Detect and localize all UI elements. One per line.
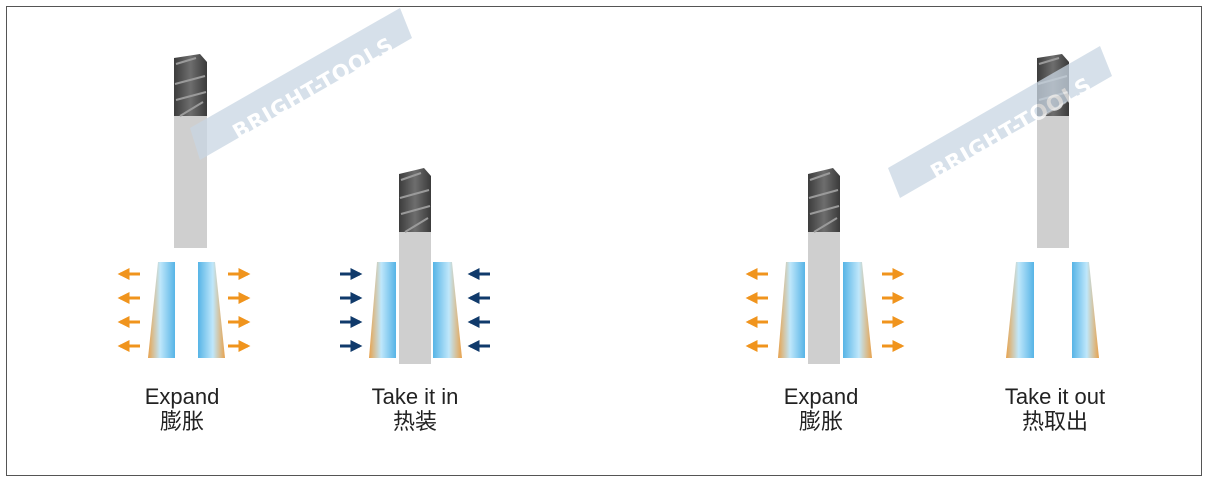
shrink-arrows (340, 268, 490, 352)
caption-english: Expand (144, 384, 220, 409)
end-mill-tool (808, 168, 840, 364)
panel-take-in (340, 168, 490, 364)
holder-left-wall (369, 262, 396, 358)
caption-english: Take it in (371, 384, 459, 409)
expand-arrows (117, 268, 251, 352)
caption-chinese: 膨胀 (798, 410, 843, 435)
tool-holder (1006, 262, 1099, 358)
panel-expand-1 (117, 54, 251, 358)
expand-arrows (745, 268, 905, 352)
caption-expand-2: Expand 膨胀 (741, 384, 901, 436)
tool-shank (808, 232, 840, 364)
caption-take-in: Take it in 热装 (335, 384, 495, 436)
holder-right-wall (433, 262, 462, 358)
svg-text:BRIGHT-TOOLS: BRIGHT-TOOLS (927, 72, 1097, 184)
tool-holder (148, 262, 225, 358)
caption-expand-1: Expand 膨胀 (102, 384, 262, 436)
tool-holder (778, 262, 872, 358)
holder-left-wall (148, 262, 175, 358)
tool-shank (399, 232, 431, 364)
svg-text:BRIGHT-TOOLS: BRIGHT-TOOLS (229, 32, 399, 144)
caption-take-out: Take it out 热取出 (975, 384, 1135, 436)
tool-flutes (174, 54, 207, 116)
holder-right-wall (198, 262, 225, 358)
caption-english: Expand (783, 384, 859, 409)
tool-flutes (399, 168, 431, 232)
caption-chinese: 膨胀 (159, 410, 204, 435)
caption-english: Take it out (1004, 384, 1106, 409)
panel-expand-2 (745, 168, 905, 364)
end-mill-tool (399, 168, 431, 364)
tool-shank (1037, 116, 1069, 248)
holder-left-wall (1006, 262, 1034, 358)
watermark-left: BRIGHT-TOOLS (190, 8, 412, 160)
watermark-right: BRIGHT-TOOLS (888, 46, 1112, 198)
tool-flutes (808, 168, 840, 232)
holder-right-wall (1072, 262, 1099, 358)
holder-right-wall (843, 262, 872, 358)
tool-holder (369, 262, 462, 358)
caption-chinese: 热取出 (1021, 410, 1088, 435)
holder-left-wall (778, 262, 805, 358)
caption-chinese: 热装 (392, 410, 437, 435)
